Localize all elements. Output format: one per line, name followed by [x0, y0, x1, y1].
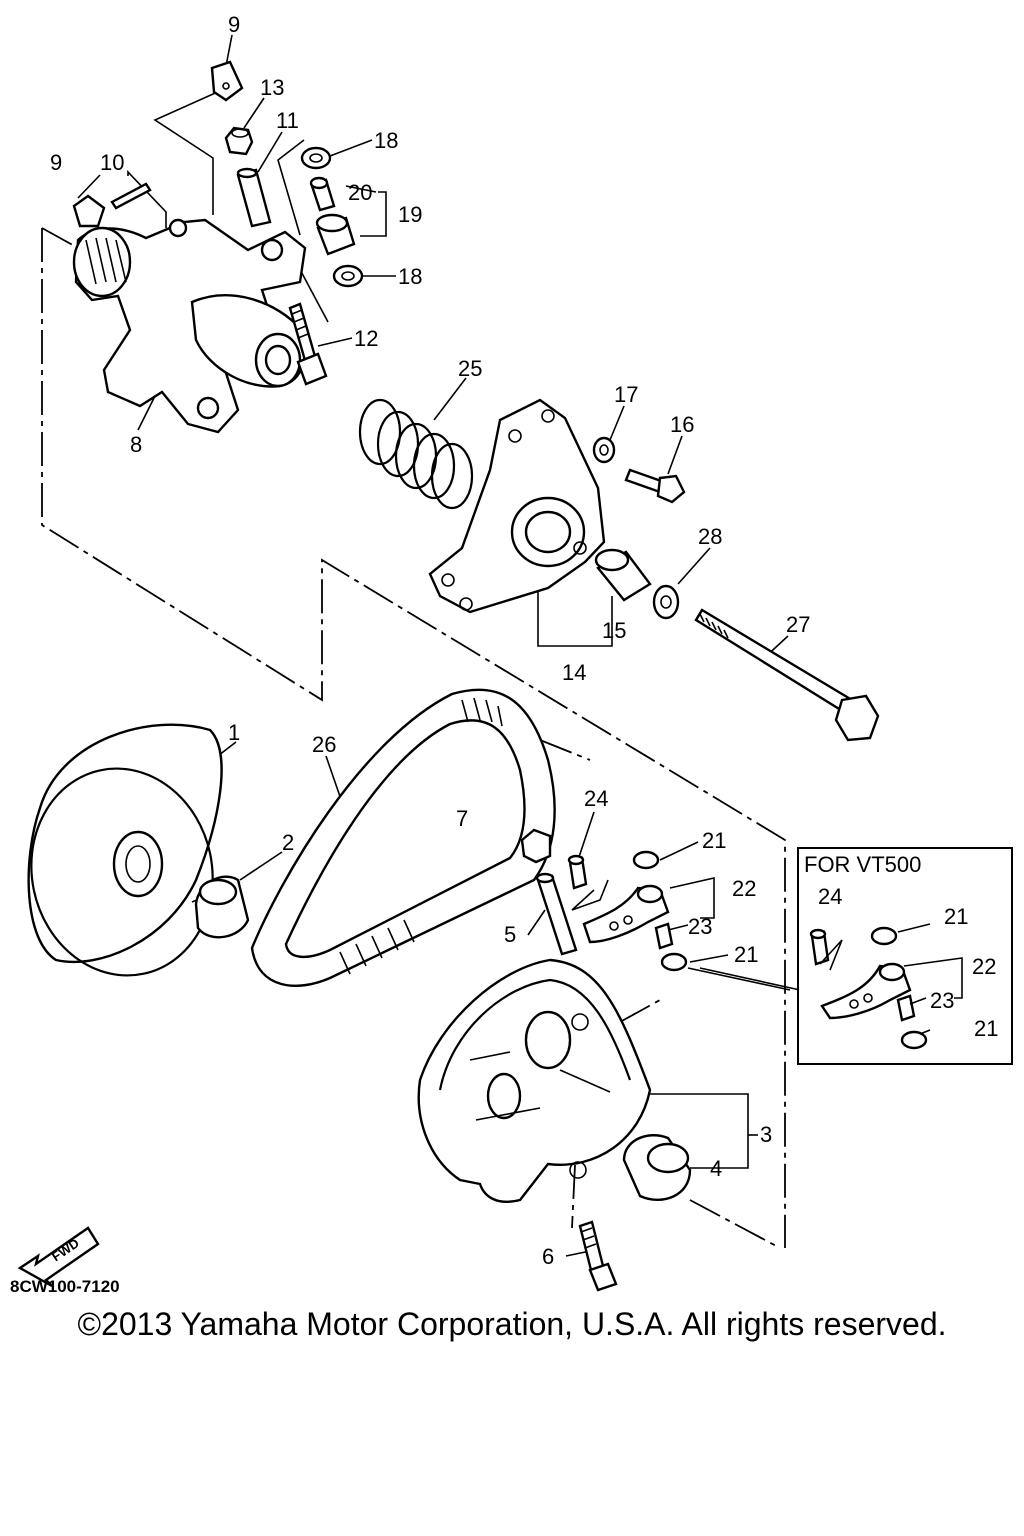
inset-title: FOR VT500	[804, 852, 921, 877]
part-17-washer	[592, 436, 616, 464]
callout-5: 5	[504, 922, 516, 947]
part-18-washer-lower	[332, 264, 364, 288]
callout-23: 23	[688, 914, 712, 939]
part-5-shaft	[535, 872, 578, 956]
callout-18-lower: 18	[398, 264, 422, 289]
part-14-cam-plate	[428, 398, 606, 614]
part-24-pin	[567, 854, 588, 890]
drawing-code: 8CW100-7120	[10, 1277, 120, 1296]
inset-vt500	[797, 847, 1013, 1065]
part-22-weight-arm	[582, 884, 670, 944]
part-1-fixed-sheave	[27, 723, 223, 977]
callout-28: 28	[698, 524, 722, 549]
part-21-washer-lower	[660, 952, 688, 972]
callout-20: 20	[348, 180, 372, 205]
part-13-nut	[224, 126, 254, 156]
callout-10: 10	[100, 150, 124, 175]
part-4-bushing	[622, 1134, 692, 1201]
part-8-spider	[72, 218, 307, 434]
part-27-long-bolt	[694, 608, 880, 742]
callout-22: 22	[732, 876, 756, 901]
callout-8: 8	[130, 432, 142, 457]
part-9-left	[72, 194, 106, 228]
callout-17: 17	[614, 382, 638, 407]
part-20-collar	[309, 176, 336, 212]
callout-2: 2	[282, 830, 294, 855]
callout-6: 6	[542, 1244, 554, 1269]
callout-1: 1	[228, 720, 240, 745]
part-25-spring	[358, 398, 474, 510]
part-26-belt	[250, 688, 556, 987]
inset-callout-22: 22	[972, 954, 996, 979]
part-10-spring-pin	[110, 182, 152, 210]
part-16-bolt	[624, 468, 686, 504]
copyright-notice: ©2013 Yamaha Motor Corporation, U.S.A. A…	[77, 1306, 947, 1342]
part-11-pin	[236, 167, 272, 228]
callout-9-left: 9	[50, 150, 62, 175]
part-15-bushing	[594, 548, 652, 602]
exploded-parts-diagram: 9 13 11 18 9 10 20 19 18 12 8 25 17 16 2…	[10, 12, 1013, 1296]
callout-19: 19	[398, 202, 422, 227]
callout-21-lower: 21	[734, 942, 758, 967]
part-28-washer	[652, 584, 680, 620]
callout-9-upper: 9	[228, 12, 240, 37]
part-21-washer-upper	[632, 850, 660, 870]
assembly-lines	[41, 227, 786, 1249]
part-23-pin	[654, 922, 674, 950]
callout-7: 7	[456, 806, 468, 831]
fwd-arrow-icon	[17, 1226, 100, 1288]
part-9-upper	[210, 60, 244, 102]
callout-11: 11	[276, 108, 299, 133]
part-7-nut	[520, 828, 552, 864]
part-19-bushing	[315, 213, 356, 256]
callout-26: 26	[312, 732, 336, 757]
part-2-bushing	[194, 875, 250, 939]
inset-callout-21-upper: 21	[944, 904, 968, 929]
part-18-washer-upper	[300, 146, 332, 170]
part-12-bolt	[288, 302, 328, 386]
callout-21-upper: 21	[702, 828, 726, 853]
inset-callout-24: 24	[818, 884, 842, 909]
part-3-movable-sheave	[417, 958, 652, 1203]
callout-3: 3	[760, 1122, 772, 1147]
inset-callout-21-lower: 21	[974, 1016, 998, 1041]
callout-25: 25	[458, 356, 482, 381]
inset-callout-23: 23	[930, 988, 954, 1013]
callout-numbers: 9 13 11 18 9 10 20 19 18 12 8 25 17 16 2…	[10, 12, 998, 1296]
callout-24: 24	[584, 786, 608, 811]
callout-15: 15	[602, 618, 626, 643]
callout-16: 16	[670, 412, 694, 437]
callout-13: 13	[260, 75, 284, 100]
part-6-bolt	[578, 1220, 618, 1292]
callout-27: 27	[786, 612, 810, 637]
callout-14: 14	[562, 660, 586, 685]
callout-4: 4	[710, 1156, 722, 1181]
callout-18-upper: 18	[374, 128, 398, 153]
callout-12: 12	[354, 326, 378, 351]
